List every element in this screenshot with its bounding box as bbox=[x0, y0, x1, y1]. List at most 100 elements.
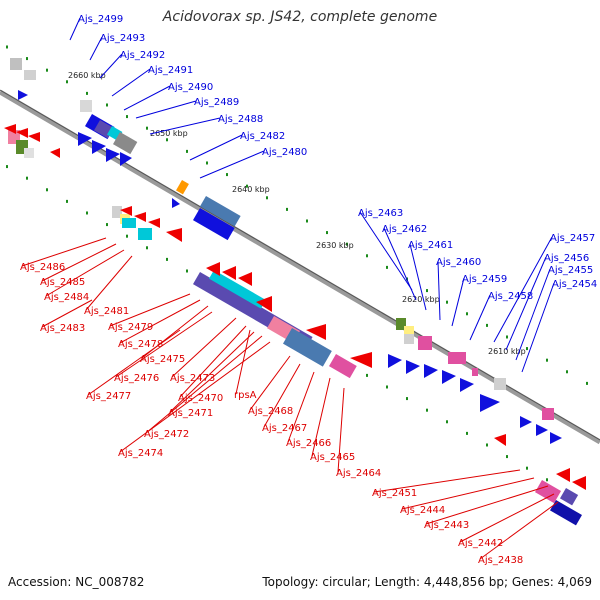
scale-tick bbox=[406, 397, 408, 401]
reverse-gene-label[interactable]: rpsA bbox=[234, 390, 257, 401]
scale-tick bbox=[446, 420, 448, 424]
scale-tick bbox=[446, 300, 448, 304]
gene-box bbox=[24, 148, 34, 158]
forward-gene-label[interactable]: Ajs_2460 bbox=[436, 257, 481, 268]
forward-gene-label[interactable]: Ajs_2489 bbox=[194, 97, 239, 108]
leader-line bbox=[515, 268, 551, 361]
reverse-gene-label[interactable]: Ajs_2472 bbox=[144, 429, 189, 440]
forward-gene-label[interactable]: Ajs_2459 bbox=[462, 274, 507, 285]
forward-gene-label[interactable]: Ajs_2454 bbox=[552, 279, 597, 290]
scale-tick bbox=[386, 265, 388, 269]
leader-line bbox=[45, 249, 125, 297]
reverse-gene-label[interactable]: Ajs_2476 bbox=[114, 373, 159, 384]
scale-tick bbox=[426, 408, 428, 412]
scale-tick bbox=[46, 188, 48, 192]
scale-label: 2640 kbp bbox=[232, 185, 270, 194]
gene-arrow bbox=[460, 378, 474, 392]
leader-line bbox=[287, 371, 315, 443]
gene-box bbox=[113, 131, 138, 155]
leader-line bbox=[469, 294, 491, 341]
leader-line bbox=[179, 325, 247, 398]
gene-box bbox=[535, 480, 562, 504]
scale-tick bbox=[566, 370, 568, 374]
scale-label: 2620 kbp bbox=[402, 295, 440, 304]
reverse-gene-label[interactable]: Ajs_2467 bbox=[262, 423, 307, 434]
forward-gene-label[interactable]: Ajs_2462 bbox=[382, 224, 427, 235]
scale-tick bbox=[206, 161, 208, 165]
leader-line bbox=[383, 227, 417, 301]
leader-line bbox=[401, 477, 535, 510]
gene-arrow bbox=[424, 364, 438, 378]
scale-tick bbox=[386, 385, 388, 389]
leader-line bbox=[311, 377, 331, 457]
reverse-gene-label[interactable]: Ajs_2464 bbox=[336, 468, 381, 479]
forward-gene-label[interactable]: Ajs_2492 bbox=[120, 50, 165, 61]
scale-tick bbox=[526, 347, 528, 351]
gene-arrow bbox=[388, 354, 402, 368]
gene-arrow bbox=[536, 424, 548, 436]
reverse-gene-label[interactable]: Ajs_2442 bbox=[458, 538, 503, 549]
gene-box bbox=[200, 196, 241, 227]
reverse-gene-label[interactable]: Ajs_2438 bbox=[478, 555, 523, 566]
leader-line bbox=[189, 134, 243, 161]
scale-tick bbox=[86, 211, 88, 215]
gene-box bbox=[193, 208, 235, 241]
forward-gene-label[interactable]: Ajs_2488 bbox=[218, 114, 263, 125]
scale-tick bbox=[146, 126, 148, 130]
forward-gene-label[interactable]: Ajs_2461 bbox=[408, 240, 453, 251]
forward-gene-label[interactable]: Ajs_2491 bbox=[148, 65, 193, 76]
forward-gene-label[interactable]: Ajs_2455 bbox=[548, 265, 593, 276]
leader-line bbox=[249, 355, 291, 411]
reverse-gene-label[interactable]: Ajs_2481 bbox=[84, 306, 129, 317]
scale-label: 2610 kbp bbox=[488, 347, 526, 356]
scale-tick bbox=[186, 269, 188, 273]
reverse-gene-label[interactable]: Ajs_2485 bbox=[40, 277, 85, 288]
reverse-gene-label[interactable]: Ajs_2444 bbox=[400, 505, 445, 516]
reverse-gene-label[interactable]: Ajs_2475 bbox=[140, 354, 185, 365]
leader-line bbox=[199, 150, 265, 179]
genome-summary: Topology: circular; Length: 4,448,856 bp… bbox=[262, 575, 592, 589]
reverse-gene-label[interactable]: Ajs_2471 bbox=[168, 408, 213, 419]
reverse-gene-label[interactable]: Ajs_2451 bbox=[372, 488, 417, 499]
scale-tick bbox=[546, 358, 548, 362]
leader-line bbox=[21, 237, 107, 267]
forward-gene-label[interactable]: Ajs_2463 bbox=[358, 208, 403, 219]
reverse-gene-label[interactable]: Ajs_2478 bbox=[118, 339, 163, 350]
reverse-gene-label[interactable]: Ajs_2465 bbox=[310, 452, 355, 463]
reverse-gene-label[interactable]: Ajs_2470 bbox=[178, 393, 223, 404]
forward-gene-label[interactable]: Ajs_2457 bbox=[550, 233, 595, 244]
reverse-gene-label[interactable]: Ajs_2477 bbox=[86, 391, 131, 402]
leader-line bbox=[41, 243, 117, 282]
forward-gene-label[interactable]: Ajs_2458 bbox=[488, 291, 533, 302]
scale-tick bbox=[166, 257, 168, 261]
gene-box bbox=[418, 336, 432, 350]
leader-line bbox=[459, 493, 555, 543]
gene-arrow bbox=[256, 296, 272, 312]
reverse-gene-label[interactable]: Ajs_2474 bbox=[118, 448, 163, 459]
scale-tick bbox=[346, 242, 348, 246]
leader-line bbox=[479, 501, 559, 560]
forward-gene-label[interactable]: Ajs_2480 bbox=[262, 147, 307, 158]
forward-gene-label[interactable]: Ajs_2493 bbox=[100, 33, 145, 44]
scale-tick bbox=[6, 45, 8, 49]
leader-line bbox=[109, 293, 191, 327]
forward-gene-label[interactable]: Ajs_2456 bbox=[544, 253, 589, 264]
forward-gene-label[interactable]: Ajs_2499 bbox=[78, 14, 123, 25]
leader-line bbox=[99, 53, 123, 79]
reverse-gene-label[interactable]: Ajs_2473 bbox=[170, 373, 215, 384]
reverse-gene-label[interactable]: Ajs_2483 bbox=[40, 323, 85, 334]
reverse-gene-label[interactable]: Ajs_2479 bbox=[108, 322, 153, 333]
forward-gene-label[interactable]: Ajs_2490 bbox=[168, 82, 213, 93]
reverse-gene-label[interactable]: Ajs_2466 bbox=[286, 438, 331, 449]
leader-line bbox=[263, 363, 301, 428]
leader-line bbox=[521, 282, 555, 373]
reverse-gene-label[interactable]: Ajs_2484 bbox=[44, 292, 89, 303]
leader-line bbox=[111, 68, 151, 97]
reverse-gene-label[interactable]: Ajs_2486 bbox=[20, 262, 65, 273]
gene-arrow bbox=[442, 370, 456, 384]
reverse-gene-label[interactable]: Ajs_2468 bbox=[248, 406, 293, 417]
forward-gene-label[interactable]: Ajs_2482 bbox=[240, 131, 285, 142]
gene-arrow bbox=[556, 468, 570, 482]
reverse-gene-label[interactable]: Ajs_2443 bbox=[424, 520, 469, 531]
